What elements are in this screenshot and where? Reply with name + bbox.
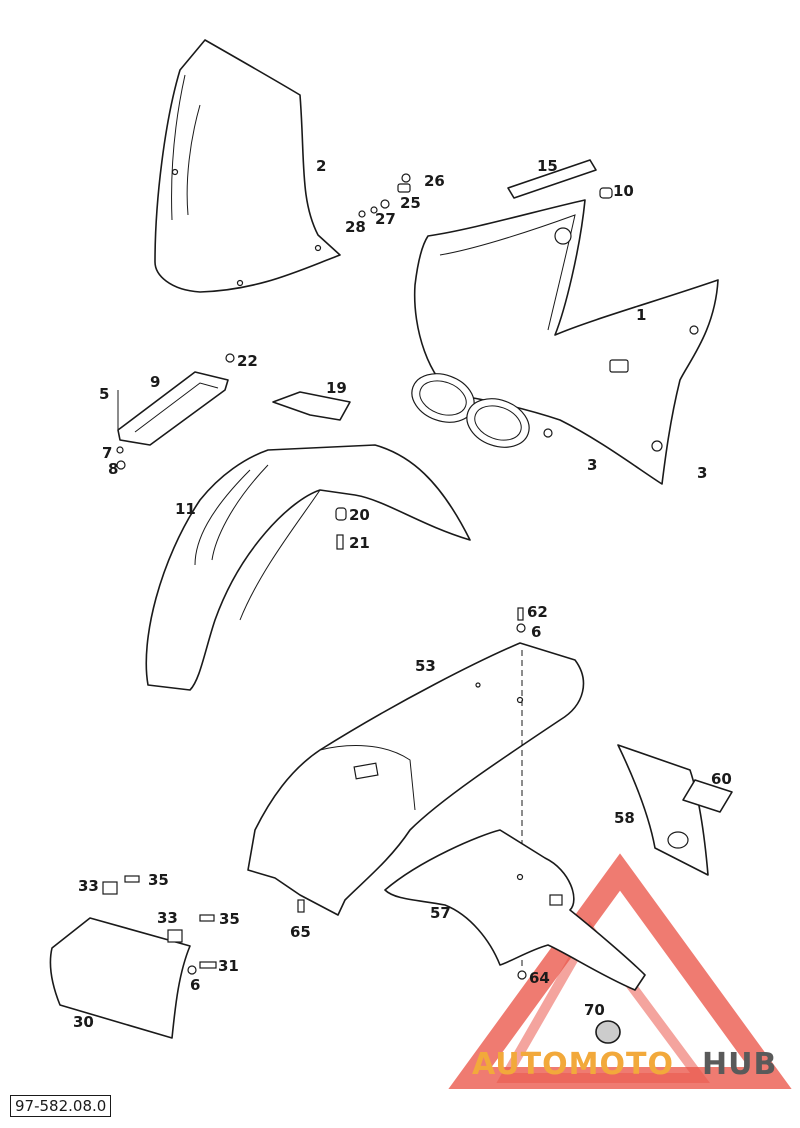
windscreen-part [154, 39, 341, 293]
label-21: 21 [349, 534, 370, 552]
label-65: 65 [290, 923, 311, 941]
label-28: 28 [345, 218, 366, 236]
label-62: 62 [527, 603, 548, 621]
screw-part [336, 534, 344, 550]
trim-strip-part [507, 159, 597, 199]
diagram-reference-code: 97-582.08.0 [10, 1095, 112, 1117]
label-26: 26 [424, 172, 445, 190]
label-2: 2 [316, 157, 326, 175]
small-hardware-bottom [102, 875, 217, 975]
label-15: 15 [537, 157, 558, 175]
label-22: 22 [237, 352, 258, 370]
bracket-part [116, 353, 235, 470]
mounting-plate-part [272, 391, 351, 421]
front-fender-part [145, 444, 471, 691]
label-31: 31 [218, 957, 239, 975]
label-60: 60 [711, 770, 732, 788]
label-5: 5 [99, 385, 109, 403]
small-hardware-top [358, 173, 613, 218]
label-57: 57 [430, 904, 451, 922]
watermark-brand-part2: HUB [702, 1047, 777, 1082]
label-19: 19 [326, 379, 347, 397]
label-20: 20 [349, 506, 370, 524]
label-35a: 35 [148, 871, 169, 889]
label-33a: 33 [78, 877, 99, 895]
rear-mudguard-part [384, 829, 646, 991]
watermark-logo-icon [448, 853, 792, 1089]
cap-part [595, 1020, 621, 1044]
headlight-fairing-part [411, 199, 719, 485]
label-27: 27 [375, 210, 396, 228]
label-7: 7 [102, 444, 112, 462]
label-9: 9 [150, 373, 160, 391]
label-64: 64 [529, 969, 550, 987]
label-3b: 3 [697, 464, 707, 482]
label-1: 1 [636, 306, 646, 324]
rubber-bush-part [335, 507, 347, 521]
label-8: 8 [108, 460, 118, 478]
label-35b: 35 [219, 910, 240, 928]
label-3a: 3 [587, 456, 597, 474]
label-25: 25 [400, 194, 421, 212]
label-70: 70 [584, 1001, 605, 1019]
rear-fender-part [247, 607, 585, 970]
label-58: 58 [614, 809, 635, 827]
label-6a: 6 [531, 623, 541, 641]
watermark-brand-part1: AUTOMOTO [472, 1047, 674, 1082]
label-11: 11 [175, 500, 196, 518]
label-33b: 33 [157, 909, 178, 927]
label-10: 10 [613, 182, 634, 200]
label-6b: 6 [190, 976, 200, 994]
license-plate-holder-part [617, 744, 733, 876]
label-53: 53 [415, 657, 436, 675]
number-plate-part [49, 917, 191, 1039]
label-30: 30 [73, 1013, 94, 1031]
